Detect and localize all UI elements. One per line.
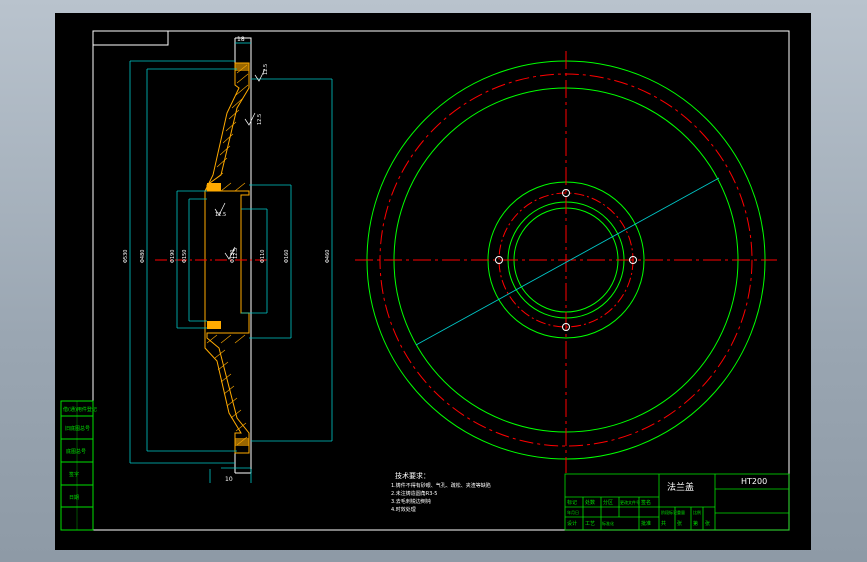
dimension-labels: 18 10 Φ530 Φ480 Φ460 Φ190 Φ150 Φ110 Φ130… (123, 36, 331, 483)
tb-bottom-0: 工艺 (585, 521, 595, 527)
tb-row-0: 设计 (567, 520, 577, 527)
material: HT200 (741, 477, 767, 486)
tb-header-5: 年月日 (567, 509, 579, 515)
cad-drawing-viewport[interactable]: 借(通)用件登记 旧底图总号 底图总号 签字 日期 (55, 13, 811, 550)
tech-req-line-2: 3.去毛刺锐边倒钝 (391, 498, 431, 505)
section-view: 18 10 Φ530 Φ480 Φ460 Φ190 Φ150 Φ110 Φ130… (123, 36, 333, 483)
dim-hub-dia-3: Φ110 (260, 250, 266, 263)
dim-hub-dia-5: Φ160 (284, 250, 290, 263)
roughness-4: 12.5 (233, 248, 239, 259)
tb-bottom-2: 共 (661, 520, 666, 527)
title-block-header-cells: 标记 处数 分区 更改文件号 签名 年月日 (567, 499, 651, 515)
tb-row-3: 重量 (677, 509, 685, 515)
title-block (564, 473, 790, 531)
outer-frame-tab (92, 30, 169, 46)
roughness-1: 12.5 (263, 64, 269, 75)
outer-frame (92, 30, 790, 531)
bolt-holes (495, 189, 637, 331)
dim-hub-dia-2: Φ150 (182, 250, 188, 263)
dim-dia-2: Φ480 (140, 250, 146, 263)
diameter-leader (415, 177, 720, 346)
tb-bottom-3: 张 (677, 520, 682, 527)
dim-hub-dia-4: Φ130 (230, 250, 236, 263)
roughness-3: 12.5 (215, 212, 226, 218)
roughness-2: 12.5 (257, 114, 263, 125)
dim-dia-3: Φ460 (325, 250, 331, 263)
tb-row-2: 阶段标记 (661, 509, 677, 515)
dim-top-width: 18 (237, 36, 245, 43)
part-name: 法兰盖 (667, 481, 694, 493)
side-stamp-table: 借(通)用件登记 旧底图总号 底图总号 签字 日期 (60, 400, 97, 531)
tb-header-1: 处数 (585, 499, 595, 506)
tb-header-4: 签名 (641, 499, 651, 506)
tech-req-heading: 技术要求： (395, 471, 430, 480)
front-view (355, 51, 777, 473)
dim-bottom-width: 10 (225, 476, 233, 483)
tb-row-1: 标准化 (602, 520, 614, 526)
tech-req-line-0: 1.铸件不得有砂眼、气孔、疏松、夹渣等缺陷 (391, 482, 491, 489)
title-block-bottom-cells: 工艺 批准 共 张 第 张 (585, 520, 710, 527)
stamp-label-0: 借(通)用件登记 (63, 406, 97, 413)
dim-overall-dia: Φ530 (123, 250, 129, 263)
tb-header-2: 分区 (603, 499, 613, 506)
tech-req-line-3: 4.时效处理 (391, 506, 416, 513)
title-block-row-cells: 设计 标准化 阶段标记 重量 比例 (567, 509, 701, 527)
technical-requirements: 技术要求： 1.铸件不得有砂眼、气孔、疏松、夹渣等缺陷 2.未注铸造圆角R3-5… (391, 471, 491, 513)
tb-bottom-5: 张 (705, 520, 710, 527)
flange-cover-drawing: 借(通)用件登记 旧底图总号 底图总号 签字 日期 (60, 30, 790, 531)
dim-hub-dia-1: Φ190 (170, 250, 176, 263)
stamp-label-3: 签字 (69, 471, 79, 478)
tb-row-4: 比例 (693, 509, 701, 515)
stamp-label-2: 底图总号 (66, 448, 86, 455)
roughness-symbols (214, 68, 266, 260)
tech-req-line-1: 2.未注铸造圆角R3-5 (391, 490, 437, 497)
section-hatch (204, 62, 250, 454)
tb-bottom-4: 第 (693, 520, 698, 527)
tb-bottom-1: 批准 (641, 520, 651, 527)
stamp-label-4: 日期 (69, 495, 79, 501)
tb-header-0: 标记 (567, 499, 577, 506)
tb-header-3: 更改文件号 (620, 499, 640, 505)
diameter-dimensions (129, 42, 333, 483)
stamp-label-1: 旧底图总号 (65, 425, 90, 432)
